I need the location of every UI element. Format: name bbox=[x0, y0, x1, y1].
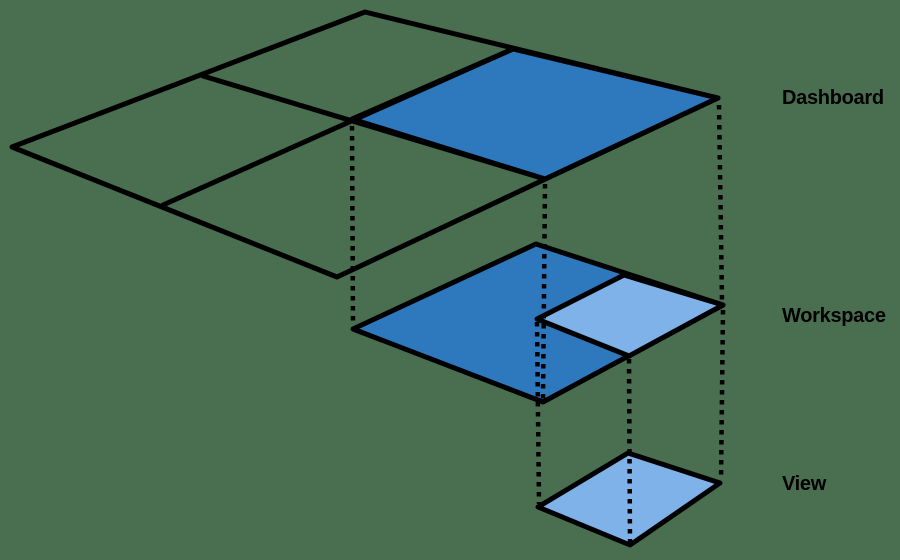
view-layer bbox=[535, 450, 723, 548]
dashboard-grid-divider-icon bbox=[200, 73, 548, 182]
dashboard-selected-tile-icon bbox=[349, 46, 721, 182]
workspace-selected-region-icon bbox=[534, 272, 726, 359]
dashboard-layer bbox=[9, 9, 721, 280]
dashboard-grid-divider-icon bbox=[160, 46, 516, 208]
connector-dashboard-workspace-right-icon bbox=[716, 104, 725, 302]
connector-workspace-view-left-icon bbox=[534, 321, 542, 505]
view-label: View bbox=[782, 473, 827, 495]
workspace-label: Workspace bbox=[782, 305, 886, 327]
connector-workspace-view-right-icon bbox=[718, 309, 726, 480]
view-panel-icon bbox=[535, 450, 723, 548]
connector-workspace-view-middle-icon bbox=[626, 358, 633, 543]
connector-lines bbox=[349, 104, 726, 543]
dashboard-label: Dashboard bbox=[782, 87, 884, 109]
dashboard-grid-outline-icon bbox=[9, 9, 721, 280]
connector-dashboard-workspace-left-icon bbox=[349, 125, 356, 327]
